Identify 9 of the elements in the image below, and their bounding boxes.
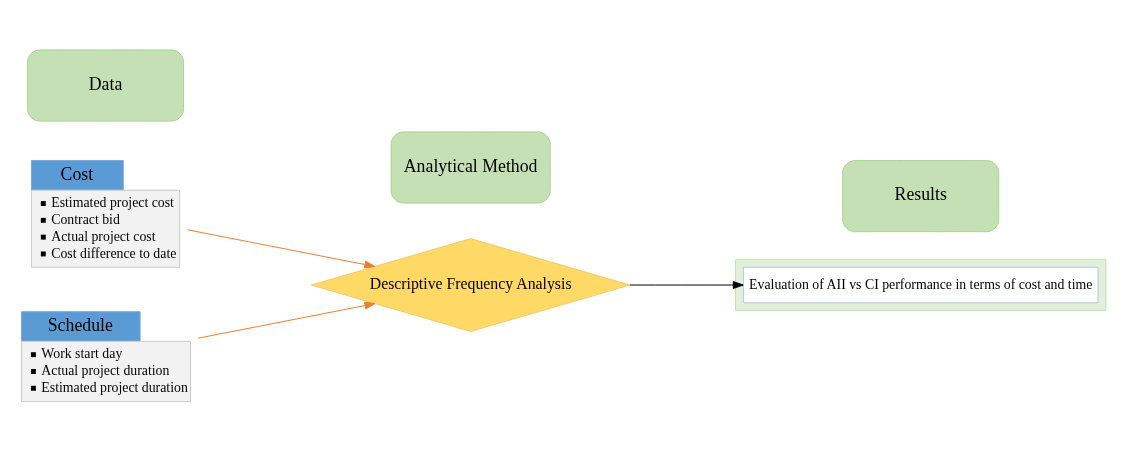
arrow — [629, 280, 744, 289]
cluster — [735, 258, 1107, 311]
node-box: Analytical Method — [390, 130, 551, 204]
arrow — [197, 301, 376, 339]
node-box: Evaluation of AII vs CI performance in terms of cost and time — [742, 266, 1099, 303]
node-box: Results — [842, 159, 1000, 232]
arrow — [187, 228, 376, 268]
node-box: Data — [27, 48, 185, 122]
node-diamond: Descriptive Frequency Analysis — [310, 237, 631, 332]
